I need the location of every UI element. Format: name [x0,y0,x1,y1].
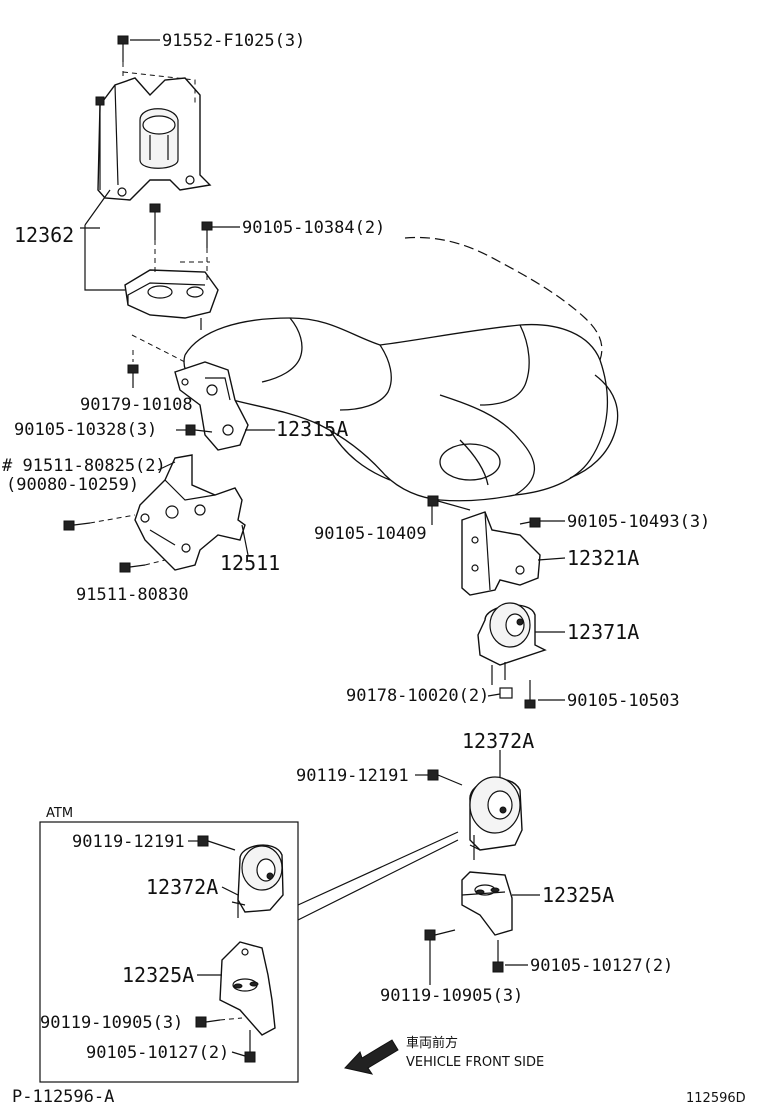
mount-12371A [477,602,547,685]
atm-label-12372A: 12372A [146,875,218,899]
label-90105-10503: 90105-10503 [567,691,680,711]
label-12362: 12362 [14,223,74,247]
leader-91511-80825 [89,514,136,524]
label-90105-10384: 90105-10384(2) [242,218,385,238]
label-12511: 12511 [220,551,280,575]
label-91511-80825: # 91511-80825(2) [2,456,166,476]
leader-90178-10020 [487,693,501,697]
label-12371A: 12371A [567,620,639,644]
label-90119-10905-main: 90119-10905(3) [380,986,523,1006]
footer-right-code: 112596D [686,1091,746,1106]
bolt-91511-80830-icon [119,562,146,573]
leader-91511-80825-label [157,461,176,471]
bracket-12315A [174,361,249,451]
atm-label-90119-10905: 90119-10905(3) [40,1013,183,1033]
bolt-90105-10127-main-icon [492,940,504,973]
vehicle-front-arrow-icon [344,1039,399,1075]
label-90105-10409: 90105-10409 [314,524,427,544]
bolt-90105-10493-icon [519,517,541,528]
atm-box [39,821,299,1083]
labels: 91552-F1025(3) 12362 90105-10384(2) 9017… [2,31,746,1107]
atm-leader-90105-10127 [231,1051,246,1057]
label-12315A: 12315A [276,417,348,441]
label-90080-10259: (90080-10259) [6,475,139,495]
direction-english: VEHICLE FRONT SIDE [406,1055,544,1070]
bracket-12325A [461,871,513,936]
leader-12511 [241,524,249,556]
bolt-91511-80825-icon [63,520,91,531]
label-90105-10328: 90105-10328(3) [14,420,157,440]
atm-leader-12372A [221,886,239,896]
label-91511-80830: 91511-80830 [76,585,189,605]
label-12321A: 12321A [567,546,639,570]
atm-mount-12372A [231,844,284,918]
label-90119-12191-main: 90119-12191 [296,766,409,786]
bolt-90105-10409-icon [427,495,471,511]
label-12372A-main: 12372A [462,729,534,753]
label-90179-10108: 90179-10108 [80,395,193,415]
bracket-12362 [80,189,125,291]
atm-leader-90119-10905-dash [219,1017,243,1021]
nut-90178-10020-icon [499,687,513,699]
mount-12362-upper-bracket [95,77,212,201]
bolt-90105-10384-icon [149,203,213,248]
bracket-12511 [134,454,246,571]
footer-left-code: P-112596-A [12,1087,114,1107]
atm-label-12325A: 12325A [122,963,194,987]
direction-japanese: 車両前方 [406,1035,458,1051]
leader-12315A-dash [131,334,186,363]
atm-label-90105-10127: 90105-10127(2) [86,1043,229,1063]
mount-12372A [469,776,523,860]
atm-bolt-90105-10127-icon [244,1030,256,1063]
bolt-90119-12191-main-icon [427,769,463,786]
bolt-90105-10503-icon [524,680,536,709]
bolt-90119-10905-main-icon [424,929,456,941]
bolt-90179-10108-icon [127,364,139,388]
atm-label-90119-12191: 90119-12191 [72,832,185,852]
label-90105-10493: 90105-10493(3) [567,512,710,532]
label-90178-10020: 90178-10020(2) [346,686,489,706]
leader-90105-10384 [154,240,210,280]
label-12325A-main: 12325A [542,883,614,907]
leader-12321A [537,557,566,561]
atm-callout-lines [297,831,459,921]
engine-block-outline [183,236,619,502]
bolt-91552-icon [117,35,129,62]
leader-91552 [122,62,196,105]
atm-bolt-90119-10905-icon [195,1016,221,1028]
atm-bolt-90119-12191-icon [197,835,236,851]
mount-12362-lower-bracket [124,269,219,330]
leader-91511-80830 [144,559,166,566]
label-91552-F1025: 91552-F1025(3) [162,31,305,51]
bracket-12321A [461,511,541,596]
atm-title: ATM [46,806,73,821]
label-90105-10127-main: 90105-10127(2) [530,956,673,976]
atm-bracket-12325A [219,941,276,1036]
